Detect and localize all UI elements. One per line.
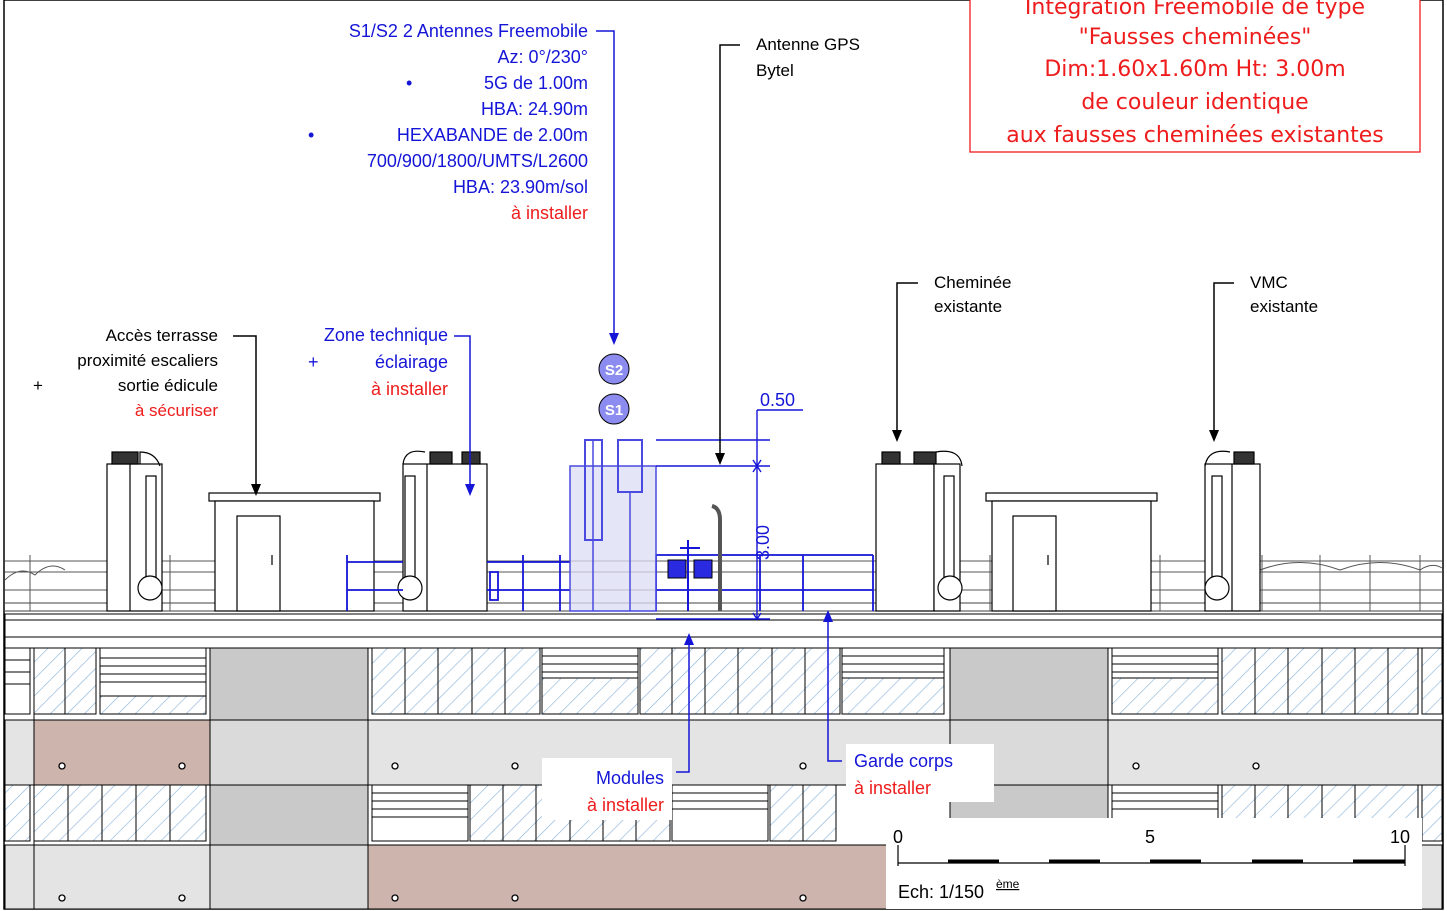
dimension-lines [656,409,803,621]
vmc-note-line-2: existante [1250,297,1318,316]
title-line-5: aux fausses cheminées existantes [1006,123,1384,148]
fake-chimney-enclosure [569,439,657,612]
window-row-upper [33,647,1419,715]
antenna-note-install: à installer [511,203,588,223]
facade-bolts [58,762,1260,902]
zone-note-plus: + [308,352,319,372]
access-note-line-1: Accès terrasse [106,326,218,345]
access-note-plus: + [33,376,43,395]
gps-note-line-1: Antenne GPS [756,35,860,54]
zone-note-line-2: éclairage [375,352,448,372]
chimney-note-line-1: Cheminée [934,273,1012,292]
antenna-note-bullet-1: • [406,73,412,93]
title-box: Intégration Freemobile de type "Fausses … [969,0,1421,153]
sector-s2-marker [598,353,630,385]
scale-tick-10: 10 [1390,827,1410,847]
antenna-note-line-2: Az: 0°/230° [498,47,588,67]
title-line-1: Intégration Freemobile de type [1025,0,1365,20]
antenna-note-line-3: 5G de 1.00m [484,73,588,93]
module-cabinets [667,540,713,611]
modules-note-line-1: Modules [596,768,664,788]
antenna-note-line-5: HEXABANDE de 2.00m [397,125,588,145]
zone-note-line-1: Zone technique [324,325,448,345]
sector-s1-marker [598,393,630,425]
guard-note-line-1: Garde corps [854,751,953,771]
title-line-4: de couleur identique [1081,90,1308,115]
sector-s2-label: S2 [605,362,623,379]
antenna-note-bullet-2: • [308,125,314,145]
chimney-note-line-2: existante [934,297,1002,316]
scale-bar: 0 5 10 Ech: 1/150 ème [886,818,1422,909]
leader-lines [233,30,1234,773]
title-line-2: "Fausses cheminées" [1079,25,1312,50]
guard-note-install: à installer [854,778,931,798]
antenna-note: S1/S2 2 Antennes Freemobile Az: 0°/230° … [308,21,588,223]
modules-note: Modules à installer [542,758,672,820]
antenna-note-line-7: HBA: 23.90m/sol [453,177,588,197]
access-note-secure: à sécuriser [135,401,218,420]
dimension-height: 3.00 [753,525,773,560]
guard-note: Garde corps à installer [846,744,994,802]
dimension-top-offset: 0.50 [760,390,795,410]
antenna-note-line-6: 700/900/1800/UMTS/L2600 [367,151,588,171]
gps-antenna [711,504,722,611]
gps-note-line-2: Bytel [756,61,794,80]
vmc-note-line-1: VMC [1250,273,1288,292]
scale-caption: Ech: 1/150 [898,882,984,902]
scale-tick-5: 5 [1145,827,1155,847]
scale-tick-0: 0 [893,827,903,847]
title-line-3: Dim:1.60x1.60m Ht: 3.00m [1044,57,1345,82]
access-note-line-2: proximité escaliers [77,351,218,370]
sector-s1-label: S1 [605,402,623,419]
access-note-line-3: sortie édicule [118,376,218,395]
scale-caption-superscript: ème [996,877,1020,891]
modules-note-install: à installer [587,795,664,815]
sector-markers: S2 S1 [598,353,630,425]
existing-structures [106,450,1261,612]
facade [4,647,1443,910]
zone-note-install: à installer [371,379,448,399]
antenna-note-line-4: HBA: 24.90m [481,99,588,119]
antenna-note-line-1: S1/S2 2 Antennes Freemobile [349,21,588,41]
